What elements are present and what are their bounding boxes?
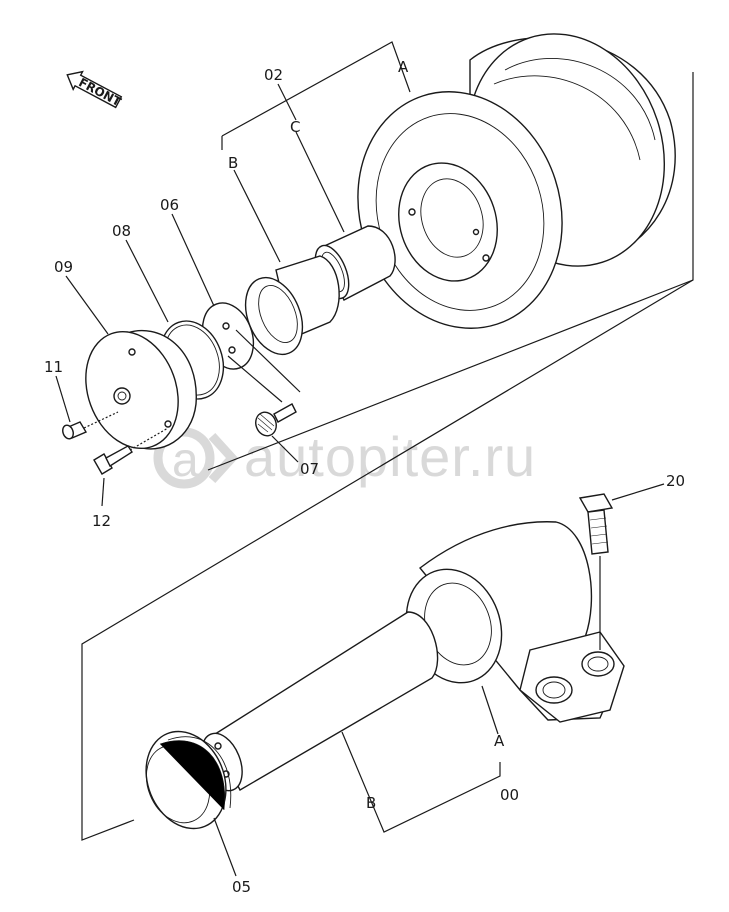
- callout-20: 20: [666, 472, 685, 490]
- callout-11: 11: [44, 358, 63, 376]
- shaft-bracket-assembly: [201, 521, 625, 792]
- watermark: a autopiter.ru: [153, 425, 536, 489]
- callout-02: 02: [264, 66, 283, 84]
- callout-05: 05: [232, 878, 251, 896]
- callout-labels: 02 06 08 09 11 12 07 20 00 05 A B C A B: [44, 58, 685, 896]
- front-arrow-icon: [66, 70, 123, 109]
- bolt-07-leaders: [227, 329, 301, 403]
- bolt-20: [578, 483, 665, 650]
- group-label-b-bottom: B: [366, 794, 376, 812]
- lower-group-brackets: [341, 685, 501, 833]
- callout-leaders: [55, 213, 299, 507]
- plug-11: [62, 411, 119, 440]
- front-label: FRONT: [76, 75, 124, 109]
- group-label-c-top: C: [290, 118, 300, 136]
- cover-09: [85, 329, 197, 450]
- callout-00: 00: [500, 786, 519, 804]
- flanged-bushing: [244, 255, 340, 356]
- seal-05: [145, 730, 237, 877]
- group-label-a-top: A: [398, 58, 409, 76]
- group-label-b-top: B: [228, 154, 238, 172]
- callout-08: 08: [112, 222, 131, 240]
- bolt-07: [255, 403, 297, 437]
- callout-06: 06: [160, 196, 179, 214]
- front-arrow: FRONT: [66, 70, 124, 110]
- bolt-12: [93, 427, 169, 475]
- upper-group-brackets: [221, 41, 411, 263]
- track-roller: [357, 33, 676, 329]
- callout-07: 07: [300, 460, 319, 478]
- upper-frame: [81, 72, 694, 841]
- svg-text:a: a: [172, 434, 199, 487]
- group-label-a-bottom: A: [494, 732, 505, 750]
- watermark-text: autopiter.ru: [244, 425, 536, 488]
- callout-09: 09: [54, 258, 73, 276]
- callout-12: 12: [92, 512, 111, 530]
